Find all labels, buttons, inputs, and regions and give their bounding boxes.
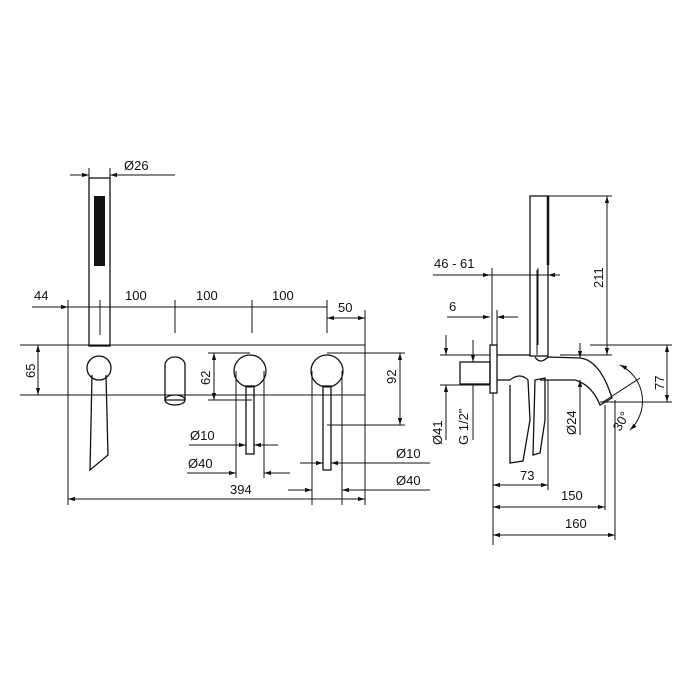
right-handle [310,354,344,471]
wall-plate [459,344,498,394]
total-width-label: 394 [230,482,252,497]
flange-diameter-label: Ø41 [430,420,445,445]
offset-right-label: 50 [338,300,352,315]
spacing-1-label: 100 [125,288,147,303]
wall-depth-label: 46 - 61 [434,256,474,271]
shower-height-label: 211 [591,267,606,288]
plate-height-label: 65 [23,364,38,378]
shower-diameter-label: Ø26 [124,158,149,173]
spacing-2-label: 100 [196,288,218,303]
offset-left-label: 44 [34,288,48,303]
spout [164,356,186,406]
hand-shower [86,177,112,472]
spacing-3-label: 100 [272,288,294,303]
spout-diameter-label: Ø24 [564,410,579,435]
right-handle-diameter-label: Ø40 [396,473,421,488]
left-stem-diameter-label: Ø10 [190,428,215,443]
plate-thickness-label: 6 [449,299,456,314]
right-stem-diameter-label: Ø10 [396,446,421,461]
side-hand-shower [529,195,550,357]
side-view: 46 - 61 6 Ø41 G 1/2" 211 77 Ø24 30° [430,195,672,545]
handle-height-label: 62 [198,371,213,385]
spout-drop-label: 77 [652,376,667,390]
handle-reach-label: 73 [520,468,534,483]
spout-reach-label: 150 [561,488,583,503]
left-handle-diameter-label: Ø40 [188,456,213,471]
spout-angle-label: 30° [610,409,633,434]
thread-label: G 1/2" [456,408,471,445]
side-body [497,354,613,464]
total-depth-label: 160 [565,516,587,531]
left-handle [233,354,267,455]
lever-height-label: 92 [384,370,399,384]
front-view: Ø26 44 100 100 100 50 65 62 92 Ø10 [20,158,430,505]
